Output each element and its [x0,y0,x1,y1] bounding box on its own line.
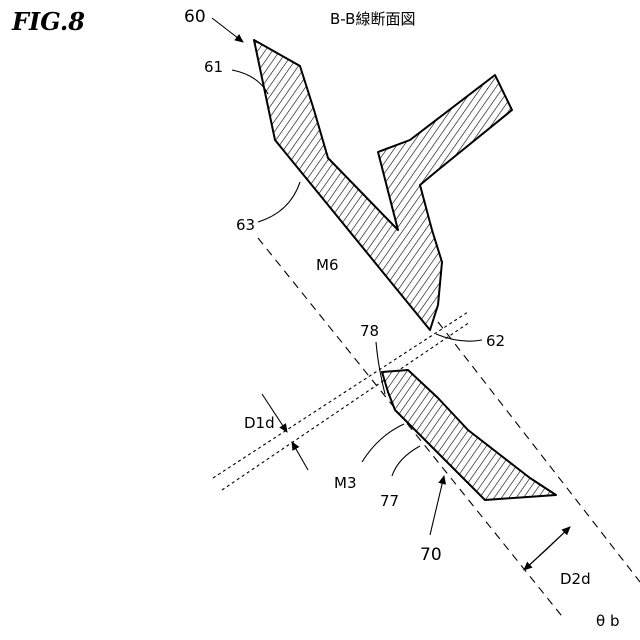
label-60: 60 [184,7,206,27]
leader-77 [392,446,420,476]
label-77: 77 [380,492,399,510]
d1d-ext-line-2 [292,442,308,470]
section-title: B-B線断面図 [330,10,415,28]
label-m3: M3 [334,474,357,492]
label-70: 70 [420,545,442,565]
label-theta-b: θ b [596,612,619,630]
label-78: 78 [360,322,379,340]
label-m6: M6 [316,256,339,274]
label-63: 63 [236,216,255,234]
label-62: 62 [486,332,505,350]
figure-title: FIG.8 [11,7,85,36]
arrow-70 [430,476,444,535]
upper-part-body [254,40,512,330]
label-61: 61 [204,58,223,76]
label-d1d: D1d [244,414,275,432]
arrow-60 [212,18,243,42]
leader-63 [258,182,300,222]
label-d2d: D2d [560,570,591,588]
d2d-arrow-a [524,549,547,570]
d2d-arrow-b [547,527,570,549]
leader-m3 [362,424,404,462]
lower-part-body [382,370,556,500]
leader-78 [376,342,385,394]
